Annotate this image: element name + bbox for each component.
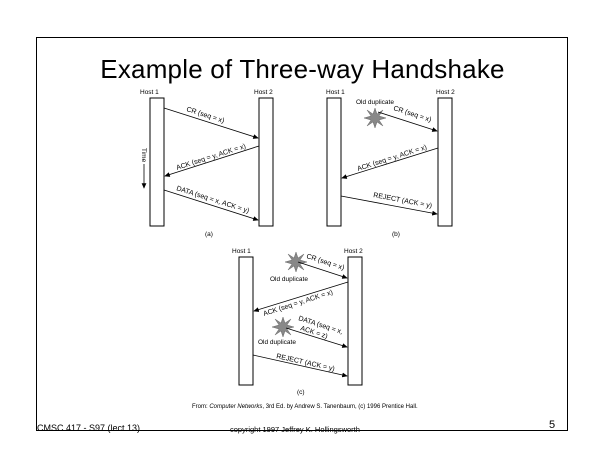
credit-rest: , 3rd Ed. by Andrew S. Tanenbaum, (c) 19… xyxy=(262,404,418,410)
footer-course-id: CMSC 417 - S97 (lect 13) xyxy=(37,423,141,433)
diagram-a-host2-label: Host 2 xyxy=(254,89,273,96)
diagram-c-caption: (c) xyxy=(297,389,305,396)
diagram-b: Host 1 Host 2 Old duplicate CR (seq = x)… xyxy=(326,89,455,238)
diagram-c-starburst-1-icon xyxy=(284,251,308,273)
diagram-a-msg3-arrow xyxy=(163,189,259,221)
diagram-b-msg3-arrow xyxy=(340,195,438,216)
diagram-c-msg4-arrow xyxy=(252,354,348,378)
diagram-a-msg3-label: DATA (seq = x, ACK = y) xyxy=(175,185,250,215)
diagram-a-host2-timeline xyxy=(258,97,274,227)
diagram-c-starburst-2-icon xyxy=(271,316,295,338)
diagram-a: Host 1 Host 2 Time CR (seq = x) ACK (seq… xyxy=(140,89,274,238)
diagram-b-host1-label: Host 1 xyxy=(326,89,345,96)
diagram-a-host1-label: Host 1 xyxy=(140,89,159,96)
credit-book-title: Computer Networks xyxy=(209,404,263,410)
diagram-a-msg2-arrow xyxy=(164,145,260,177)
diagram-b-caption: (b) xyxy=(392,231,400,238)
diagram-c-msg1-label: CR (seq = x) xyxy=(305,253,345,272)
diagram-b-starburst-icon xyxy=(363,107,387,129)
diagram-b-msg1-arrow xyxy=(377,111,438,132)
diagram-b-old-duplicate-label: Old duplicate xyxy=(356,99,394,106)
diagram-a-msg1-label: CR (seq = x) xyxy=(185,106,225,125)
diagram-b-msg2-label: ACK (seq = y, ACK = x) xyxy=(356,144,427,173)
slide-frame xyxy=(36,37,568,431)
source-credit: From: Computer Networks, 3rd Ed. by Andr… xyxy=(192,404,418,410)
credit-prefix: From: xyxy=(192,404,210,410)
diagram-c: Host 1 Host 2 Old duplicate CR (seq = x)… xyxy=(232,248,363,396)
diagram-c-msg1-arrow xyxy=(297,261,348,279)
diagram-b-host2-label: Host 2 xyxy=(436,89,455,96)
diagram-c-host1-label: Host 1 xyxy=(232,248,251,255)
diagram-b-msg2-arrow xyxy=(341,147,439,179)
diagram-b-msg1-label: CR (seq = x) xyxy=(392,105,432,124)
diagram-b-host2-timeline xyxy=(437,97,453,227)
diagram-a-msg2-label: ACK (seq = y, ACK = x) xyxy=(175,143,246,172)
diagram-a-host1-timeline xyxy=(149,97,165,227)
diagram-c-msg4-label: REJECT (ACK = y) xyxy=(276,353,336,373)
diagram-b-host1-timeline xyxy=(326,97,342,227)
slide-title: Example of Three-way Handshake xyxy=(100,54,505,84)
diagram-c-old-duplicate-2-label: Old duplicate xyxy=(258,339,296,346)
diagram-c-host1-timeline xyxy=(238,256,254,386)
diagram-a-msg1-arrow xyxy=(163,107,259,139)
diagram-c-msg2-label: ACK (seq = y, ACK = x) xyxy=(262,289,333,318)
diagram-c-msg2-arrow xyxy=(253,281,349,312)
page-number: 5 xyxy=(549,419,556,431)
diagram-c-old-duplicate-1-label: Old duplicate xyxy=(270,276,308,283)
diagram-a-time-label: Time xyxy=(140,148,147,163)
diagram-c-host2-label: Host 2 xyxy=(344,248,363,255)
diagram-c-host2-timeline xyxy=(347,256,363,386)
diagram-a-caption: (a) xyxy=(205,231,213,238)
footer-copyright: copyright 1997 Jeffrey K. Hollingsworth xyxy=(230,425,360,434)
diagram-c-msg3-arrow xyxy=(285,327,348,348)
